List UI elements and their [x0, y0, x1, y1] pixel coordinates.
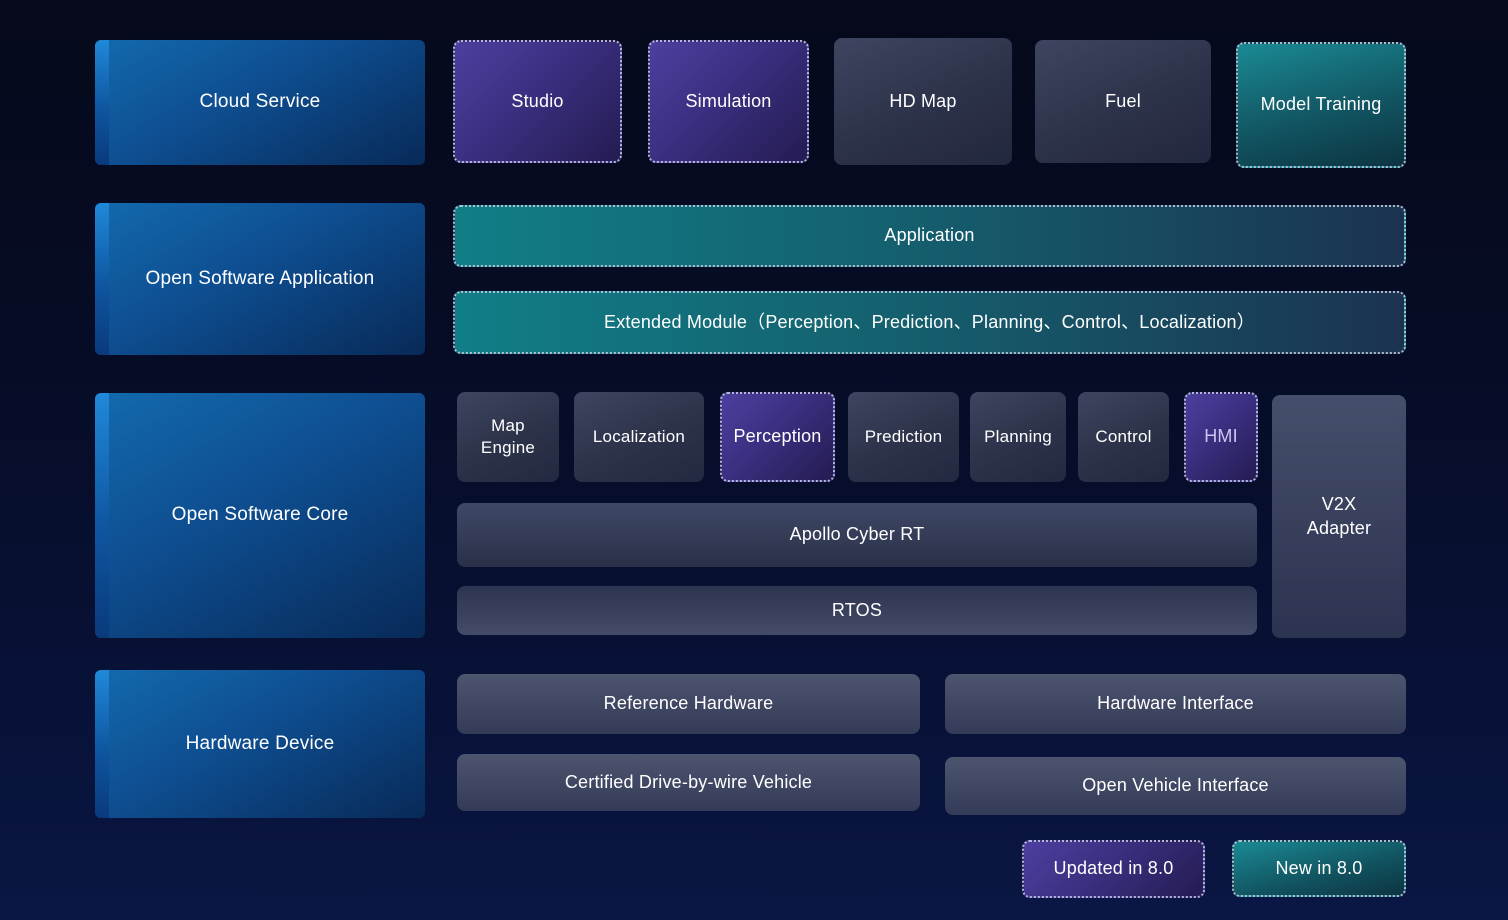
- open-vehicle-interface-label: Open Vehicle Interface: [1082, 775, 1269, 796]
- rtos-label: RTOS: [831, 599, 883, 620]
- legend-updated-label: Updated in 8.0: [1053, 858, 1174, 879]
- studio-label: Studio: [511, 90, 564, 111]
- certified-drive-by-wire-vehicle-box: Certified Drive-by-wire Vehicle: [457, 754, 920, 811]
- v2x-adapter-box: V2X Adapter: [1272, 395, 1406, 638]
- cloud-service-label: Cloud Service: [199, 91, 321, 113]
- application-box: Application: [453, 205, 1406, 267]
- control-label: Control: [1095, 426, 1152, 446]
- label-accent-bar: [95, 40, 109, 165]
- prediction-box: Prediction: [848, 392, 959, 482]
- legend-updated-badge: Updated in 8.0: [1022, 840, 1205, 898]
- localization-label: Localization: [592, 426, 686, 446]
- application-label: Application: [884, 225, 975, 246]
- cloud-service-label-box: Cloud Service: [95, 40, 425, 165]
- open-software-application-label: Open Software Application: [145, 267, 375, 289]
- apollo-cyber-rt-box: Apollo Cyber RT: [457, 503, 1257, 567]
- extended-module-box: Extended Module（Perception、Prediction、Pl…: [453, 291, 1406, 354]
- certified-drive-by-wire-vehicle-label: Certified Drive-by-wire Vehicle: [564, 771, 813, 792]
- v2x-adapter-label: V2X Adapter: [1306, 494, 1372, 538]
- model-training-box: Model Training: [1236, 42, 1406, 168]
- hd-map-label: HD Map: [889, 90, 957, 111]
- rtos-box: RTOS: [457, 586, 1257, 635]
- apollo-cyber-rt-label: Apollo Cyber RT: [789, 524, 925, 545]
- open-software-application-label-box: Open Software Application: [95, 203, 425, 355]
- open-software-core-label-box: Open Software Core: [95, 393, 425, 638]
- open-software-core-label: Open Software Core: [171, 504, 349, 526]
- hardware-device-label: Hardware Device: [185, 732, 335, 754]
- control-box: Control: [1078, 392, 1169, 482]
- fuel-box: Fuel: [1035, 40, 1211, 163]
- simulation-label: Simulation: [685, 90, 772, 111]
- localization-box: Localization: [574, 392, 704, 482]
- hmi-box: HMI: [1184, 392, 1258, 482]
- legend-new-label: New in 8.0: [1275, 857, 1363, 878]
- planning-box: Planning: [970, 392, 1066, 482]
- hmi-label: HMI: [1204, 426, 1238, 447]
- simulation-box: Simulation: [648, 40, 809, 163]
- hardware-interface-label: Hardware Interface: [1097, 693, 1254, 714]
- label-accent-bar: [95, 670, 109, 818]
- label-accent-bar: [95, 203, 109, 355]
- model-training-label: Model Training: [1260, 94, 1382, 115]
- studio-box: Studio: [453, 40, 622, 163]
- perception-box: Perception: [720, 392, 835, 482]
- hd-map-box: HD Map: [834, 38, 1012, 165]
- map-engine-box: Map Engine: [457, 392, 559, 482]
- reference-hardware-box: Reference Hardware: [457, 674, 920, 734]
- hardware-interface-box: Hardware Interface: [945, 674, 1406, 734]
- reference-hardware-label: Reference Hardware: [603, 693, 774, 714]
- map-engine-label: Map Engine: [480, 415, 536, 457]
- extended-module-label: Extended Module（Perception、Prediction、Pl…: [604, 311, 1255, 332]
- label-accent-bar: [95, 393, 109, 638]
- planning-label: Planning: [984, 426, 1052, 446]
- fuel-label: Fuel: [1105, 90, 1141, 111]
- prediction-label: Prediction: [864, 426, 943, 446]
- hardware-device-label-box: Hardware Device: [95, 670, 425, 818]
- perception-label: Perception: [733, 426, 822, 447]
- legend-new-badge: New in 8.0: [1232, 840, 1406, 897]
- open-vehicle-interface-box: Open Vehicle Interface: [945, 757, 1406, 815]
